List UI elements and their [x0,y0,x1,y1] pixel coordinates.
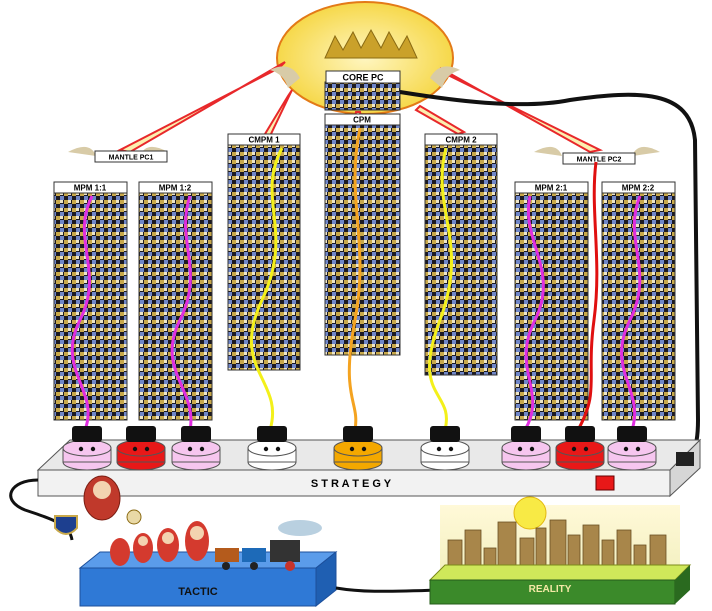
core-pc: CORE PC [270,66,460,111]
mpm12-label: MPM 1:2 [159,184,192,193]
wing-right-icon [430,66,460,88]
tactic-label: TACTIC [178,586,218,598]
shield-icon [54,515,78,535]
cable-tactic-to-reality [335,586,441,593]
plug-icon [257,426,287,442]
cable-cmpm2 [428,147,453,431]
reality-block: REALITY [428,496,692,605]
mpm11-label: MPM 1:1 [74,184,107,193]
cable-mpm11 [70,195,94,431]
power-plug-icon [676,452,694,466]
tower-cmpm1: CMPM 1 [227,133,301,371]
core-sun [276,1,454,115]
compass-icon [126,509,142,525]
tower-cpm: CPM [324,113,401,356]
tower-mpm21: MPM 2:1 [514,181,589,421]
cable-mpm21 [523,195,545,431]
tower-mpm22: MPM 2:2 [601,181,676,421]
plug-icon [126,426,156,442]
socket-red1 [116,426,166,471]
mantle-pc2: MANTLE PC2 [534,146,660,165]
mantle-pc1-label: MANTLE PC1 [109,155,154,162]
core-pc-label: CORE PC [342,73,384,83]
cable-mpm12 [170,195,193,431]
plug-icon [181,426,211,442]
wing-right-icon [632,146,660,156]
cable-mpm22 [620,195,642,431]
mpm22-label: MPM 2:2 [622,184,655,193]
socket-cpm [333,426,383,471]
socket-mpm11 [62,426,112,471]
plug-icon [617,426,647,442]
cables [70,127,642,431]
cable-cpm [347,127,362,431]
tower-cmpm2: CMPM 2 [424,133,498,376]
wing-left-icon [534,146,562,156]
cable-red [576,161,599,431]
socket-mpm21 [501,426,551,471]
socket-mpm12 [171,426,221,471]
socket-red2 [555,426,605,471]
cable-cmpm1 [249,147,284,431]
crown-icon [324,28,418,59]
strategy-label: S T R A T E G Y [311,478,392,490]
socket-mpm22 [607,426,657,471]
plug-icon [511,426,541,442]
wing-left-icon [270,66,300,88]
train-icon [215,520,322,571]
plug-icon [565,426,595,442]
mantle-pc2-label: MANTLE PC2 [577,157,622,164]
sockets [62,426,657,471]
socket-cmpm2 [420,426,470,471]
tower-mpm11: MPM 1:1 [53,181,128,421]
cmpm1-label: CMPM 1 [248,136,280,145]
mpm21-label: MPM 2:1 [535,184,568,193]
socket-cmpm1 [247,426,297,471]
sun-icon [513,496,547,530]
mantle-pc1: MANTLE PC1 [68,146,168,163]
cmpm2-label: CMPM 2 [445,136,477,145]
reality-label: REALITY [529,584,572,595]
plug-icon [72,426,102,442]
plug-icon [430,426,460,442]
wing-left-icon [68,146,96,156]
power-switch[interactable] [595,475,615,491]
plug-icon [343,426,373,442]
tactic-block: TACTIC [54,475,338,608]
tower-mpm12: MPM 1:2 [138,181,213,421]
cpm-label: CPM [353,116,371,125]
matryoshka-dolls-icon [83,475,209,566]
